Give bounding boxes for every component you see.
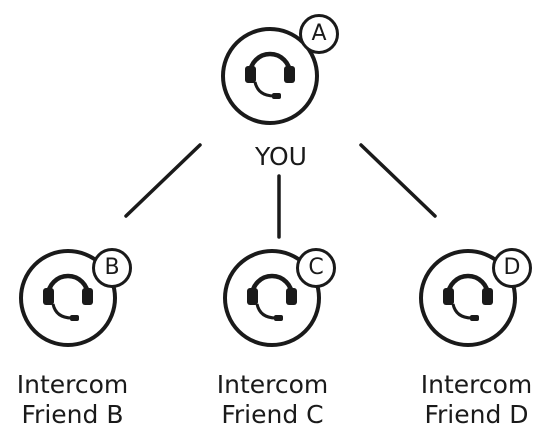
link-you-to-friend-d bbox=[359, 143, 437, 218]
label-friend-c-line1: Intercom bbox=[216, 370, 329, 399]
node-friend-c: C bbox=[216, 238, 356, 348]
node-you: A bbox=[214, 14, 354, 126]
node-badge-a: A bbox=[299, 14, 339, 54]
label-friend-b-line1: Intercom bbox=[16, 370, 129, 399]
label-you: YOU bbox=[226, 142, 336, 172]
label-friend-c-line2: Friend C bbox=[221, 400, 324, 429]
label-friend-c: Intercom Friend C bbox=[200, 370, 345, 430]
node-friend-b: B bbox=[12, 238, 152, 348]
node-badge-b: B bbox=[92, 248, 132, 288]
label-you-text: YOU bbox=[255, 142, 307, 171]
headset-icon bbox=[19, 249, 117, 347]
label-friend-b-line2: Friend B bbox=[21, 400, 124, 429]
label-friend-d-line1: Intercom bbox=[420, 370, 533, 399]
headset-icon bbox=[419, 249, 517, 347]
headset-icon bbox=[223, 249, 321, 347]
node-friend-d: D bbox=[412, 238, 550, 348]
node-badge-c: C bbox=[296, 248, 336, 288]
link-you-to-friend-b bbox=[124, 143, 202, 218]
label-friend-d: Intercom Friend D bbox=[404, 370, 549, 430]
headset-icon bbox=[221, 27, 319, 125]
node-badge-d: D bbox=[492, 248, 532, 288]
label-friend-d-line2: Friend D bbox=[424, 400, 529, 429]
label-friend-b: Intercom Friend B bbox=[0, 370, 145, 430]
